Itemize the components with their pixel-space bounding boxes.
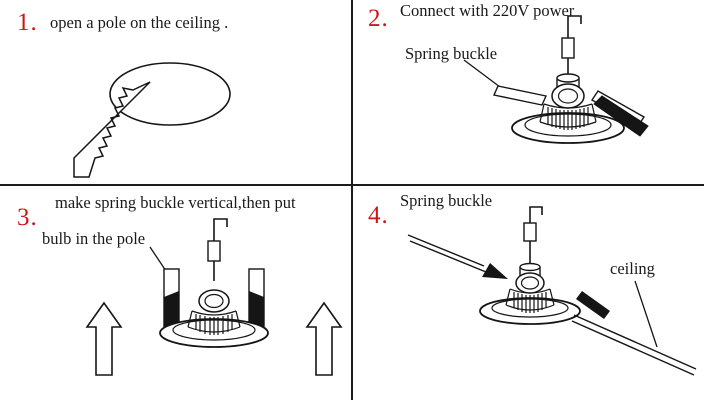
step-4-panel: 4. Spring buckle ceiling [352, 185, 704, 400]
ceiling-plane-line [571, 314, 697, 376]
step-2-title: Connect with 220V power [400, 1, 575, 20]
step-2-number: 2. [368, 5, 389, 32]
vertical-divider [351, 0, 353, 400]
step-2-panel: 2. Connect with 220V power Spring buckle [352, 0, 704, 185]
lamp-neck-top [519, 262, 541, 272]
step1-illustration [73, 62, 231, 178]
spring-buckle-leader-line [463, 59, 505, 91]
socket-ring-inner [557, 88, 579, 104]
step-1-caption: open a pole on the ceiling . [50, 13, 229, 32]
step4-illustration [407, 206, 697, 376]
step-4-spring-buckle-label: Spring buckle [400, 191, 493, 210]
step-1-number: 1. [17, 9, 38, 36]
wire-connector [523, 222, 537, 242]
ribbed-band [539, 103, 597, 130]
ribbed-band [505, 288, 555, 313]
wire-connector [207, 240, 221, 262]
spring-buckle-arrow [407, 234, 508, 279]
horizontal-divider [0, 184, 704, 186]
step-4-number: 4. [368, 202, 389, 229]
spring-buckle-right-vertical [248, 268, 265, 328]
step-2-spring-buckle-label: Spring buckle [405, 44, 498, 63]
step-3-caption-line2: bulb in the pole [42, 229, 146, 248]
ceiling-hole [109, 62, 231, 126]
step-3-panel: 3. make spring buckle vertical,then put … [0, 185, 352, 400]
spring-buckle-left-vertical [163, 268, 180, 328]
ceiling-leader-line [634, 280, 658, 348]
spring-buckle-right [576, 291, 610, 319]
step-3-caption-line1: make spring buckle vertical,then put [55, 193, 296, 212]
step2-illustration [463, 15, 649, 144]
spring-buckle-right [593, 95, 649, 137]
socket-ring-inner [204, 293, 224, 309]
step-1-panel: 1. open a pole on the ceiling . [0, 0, 352, 185]
wire-connector [561, 37, 575, 59]
up-arrow-right [305, 301, 343, 376]
step-4-ceiling-label: ceiling [610, 259, 655, 278]
spring-buckle-left [493, 85, 547, 106]
step3-illustration [85, 218, 343, 376]
ribbed-band [187, 310, 241, 335]
socket-ring-inner [520, 276, 540, 290]
lamp-neck-top [556, 73, 580, 83]
step-3-number: 3. [17, 204, 38, 231]
keyhole-saw-icon [73, 81, 151, 178]
up-arrow-left [85, 301, 123, 376]
